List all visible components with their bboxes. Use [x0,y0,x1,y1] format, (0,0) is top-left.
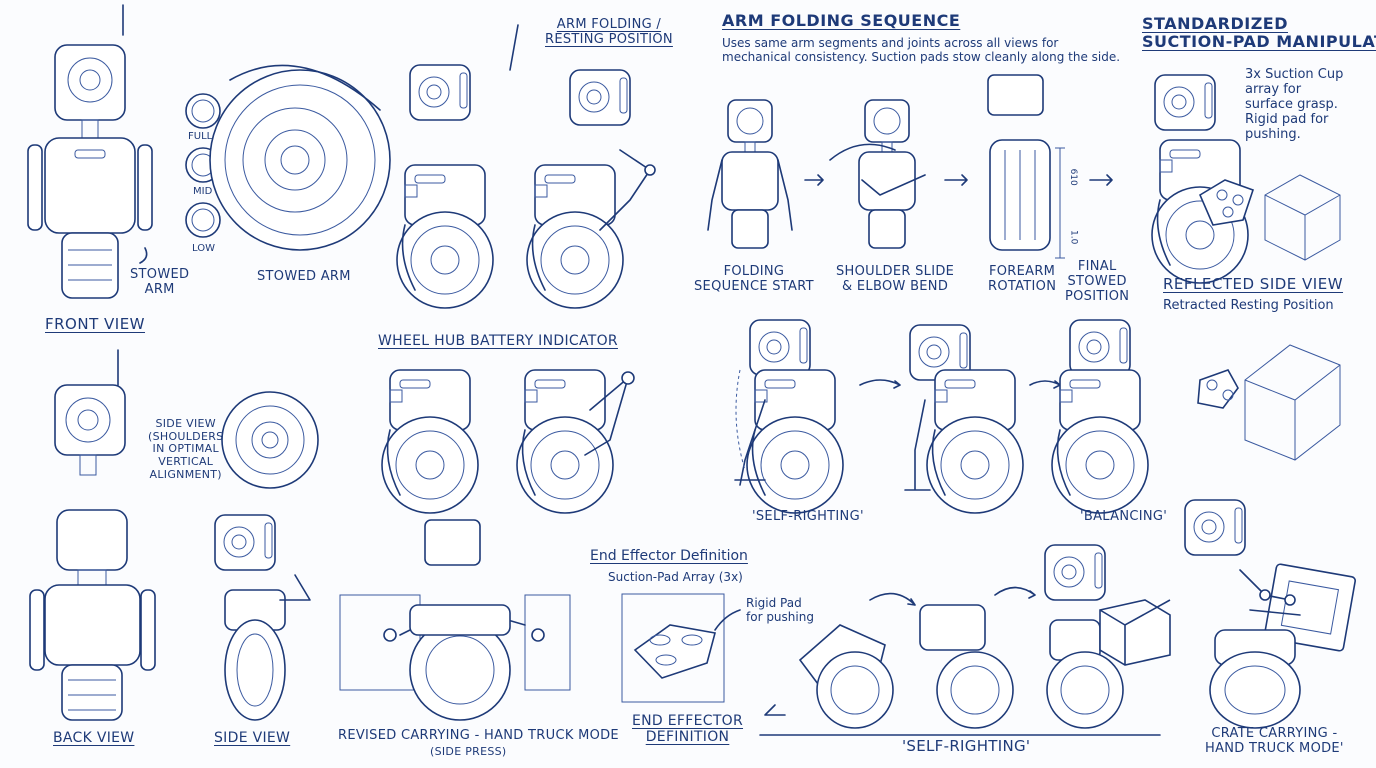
side-view-bottom-sketch [214,514,311,721]
revised-carrying-sketch [339,519,571,721]
battery-low-label: LOW [192,243,215,254]
final-stowed-label: Final Stowed Position [1065,259,1130,304]
self-righting-bottom-label: 'Self-Righting' [902,737,1031,755]
back-view-label: Back View [53,730,135,746]
wheel-hub-sketches [381,369,635,514]
crate-carrying-label: Crate Carrying - Hand Truck Mode' [1205,726,1344,756]
arm-folding-resting-label: Arm folding / resting position [545,17,673,47]
arm-folding-description: Uses same arm segments and joints across… [722,36,1121,64]
dimension-lower: 1.0 [1068,230,1079,245]
front-view-label: Front View [45,315,146,333]
forearm-rotation-label: Forearm Rotation [988,264,1057,294]
side-view-label: Side View [214,730,291,746]
end-effector-definition-title: End Effector Definition [590,548,748,564]
suction-cup-note: 3x Suction Cup array for surface grasp. … [1245,67,1344,142]
retracted-resting-label: Retracted Resting Position [1163,298,1334,313]
manipulator-sketch [1151,74,1341,284]
folding-start-label: Folding Sequence Start [694,264,814,294]
rigid-pad-callout: Rigid Pad for pushing [746,596,814,624]
back-view-sketch [29,509,156,721]
end-effector-sketch [621,593,741,703]
end-effector-caption: End Effector Definition [632,713,744,746]
battery-mid-label: MID [193,186,213,197]
shoulder-slide-label: Shoulder Slide & Elbow Bend [836,264,955,294]
standardized-manipulator-title: Standardized Suction-Pad Manipulator [1142,14,1376,52]
suction-pad-array-label: Suction-Pad Array (3x) [608,570,743,584]
revised-carrying-label: Revised Carrying - Hand Truck Mode [338,728,619,743]
stowed-arm-callout: Stowed Arm [130,267,190,297]
crate-carrying-sketch [1184,499,1356,729]
arm-folding-sequence-title: Arm Folding Sequence [722,11,961,30]
reflected-side-view-label: Reflected Side View [1163,275,1344,293]
balancing-label: 'Balancing' [1080,509,1168,524]
wheel-hub-battery-title: Wheel Hub Battery Indicator [378,333,618,349]
self-righting-top-label: 'Self-Righting' [752,509,864,524]
front-view-sketch [27,4,153,299]
side-press-label: (Side Press) [430,745,507,758]
side-view-shoulder-note: Side View (Shoulders in optimal vertical… [148,417,224,481]
battery-full-label: FULL [188,131,213,142]
dimension-upper: 610 [1067,168,1078,186]
self-righting-bottom-sketches [759,544,1171,736]
folding-sequence-sketches [707,74,1113,259]
self-righting-top-sketches [734,319,1341,514]
arm-resting-sketches [396,24,656,309]
stowed-arm-label: Stowed Arm [257,269,351,284]
stowed-arm-wheel [209,64,391,251]
side-view-top-sketch [54,349,319,489]
